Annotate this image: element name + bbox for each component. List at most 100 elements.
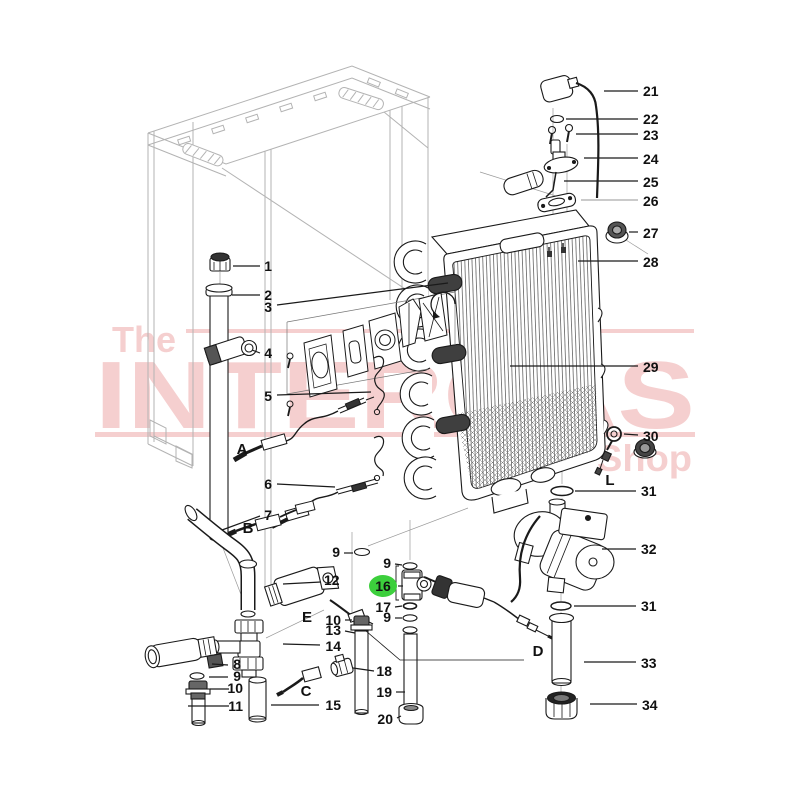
part-label-31: 31 — [641, 598, 657, 614]
part-label-9: 9 — [383, 609, 391, 625]
part-label-31: 31 — [641, 483, 657, 499]
part-label-22: 22 — [643, 111, 659, 127]
pump-and-lower-right — [510, 426, 657, 720]
part-label-10: 10 — [227, 680, 243, 696]
connector-c — [301, 666, 322, 683]
leader-line-9 — [394, 563, 403, 566]
part-label-25: 25 — [643, 174, 659, 190]
leader-line-3 — [276, 282, 449, 306]
o-ring-9 — [402, 562, 418, 570]
leader-line-17 — [394, 605, 403, 608]
burner-door-assembly — [286, 291, 456, 417]
heat-exchanger — [393, 209, 609, 514]
ignition-electrode-parts — [503, 75, 629, 244]
part-label-14: 14 — [325, 638, 341, 654]
part-label-4: 4 — [264, 345, 272, 361]
leader-line-12 — [282, 581, 322, 585]
part-label-6: 6 — [264, 476, 272, 492]
leader-line-13 — [344, 630, 356, 634]
cabinet-frame — [147, 65, 431, 588]
part-label-20: 20 — [377, 711, 393, 727]
part-label-28: 28 — [643, 254, 659, 270]
ref-letter-L: L — [605, 472, 614, 489]
valve-8 — [144, 636, 224, 669]
part-label-27: 27 — [643, 225, 659, 241]
part-label-24: 24 — [643, 151, 659, 167]
leader-line-8 — [211, 663, 229, 666]
leader-line-7 — [221, 515, 261, 531]
eyelet-30 — [606, 426, 622, 442]
leader-line-20 — [396, 715, 402, 719]
valve-12 — [263, 566, 340, 607]
part-label-29: 29 — [643, 359, 659, 375]
part-label-32: 32 — [641, 541, 657, 557]
left-pipe-parts — [144, 252, 374, 727]
part-label-16: 16 — [375, 578, 391, 594]
gasket-26 — [537, 192, 577, 213]
nut-20 — [398, 702, 424, 725]
nut-34 — [545, 691, 578, 720]
leader-line-5 — [276, 391, 372, 396]
o-ring-31 — [550, 601, 572, 611]
part-label-18: 18 — [376, 663, 392, 679]
part-label-9: 9 — [233, 668, 241, 684]
o-ring-9 — [353, 547, 371, 557]
rotation-arrow — [430, 291, 456, 315]
callout-labels: 2122232425262728293031323133341234567912… — [188, 83, 659, 727]
pipe-2 — [209, 291, 229, 539]
part-label-2: 2 — [264, 287, 272, 303]
part-label-3: 3 — [264, 299, 272, 315]
part-label-30: 30 — [643, 428, 659, 444]
part-label-34: 34 — [642, 697, 658, 713]
ref-letter-E: E — [302, 609, 312, 626]
pipe-13 — [354, 630, 369, 714]
watermark-the: The — [112, 319, 176, 360]
clip-5 — [373, 355, 385, 411]
pipe-33 — [551, 616, 572, 684]
part-label-11: 11 — [228, 698, 243, 714]
pipe-11 — [191, 698, 206, 724]
electrode-plate-24 — [543, 156, 579, 174]
clamp-18 — [330, 653, 354, 677]
watermark-underline — [95, 432, 695, 437]
part-label-23: 23 — [643, 127, 659, 143]
ref-letter-D: D — [533, 643, 544, 660]
part-label-9: 9 — [383, 555, 391, 571]
nut-27 — [611, 225, 623, 235]
ref-letter-A: A — [237, 441, 248, 458]
part-label-5: 5 — [264, 388, 272, 404]
o-ring-22 — [549, 114, 565, 124]
part-label-26: 26 — [643, 193, 659, 209]
sleeve-25 — [503, 169, 544, 196]
ref-letter-C: C — [301, 683, 312, 700]
leader-line-18 — [352, 667, 375, 672]
screws-28 — [547, 247, 566, 257]
part-label-13: 13 — [325, 622, 341, 638]
pipe-15 — [248, 678, 267, 720]
part-label-33: 33 — [641, 655, 657, 671]
ignition-cable — [575, 81, 600, 199]
highlight-ellipse-16 — [369, 575, 397, 597]
part-label-19: 19 — [376, 684, 392, 700]
part-label-10: 10 — [325, 612, 341, 628]
o-ring-9 — [402, 614, 418, 622]
o-ring-9 — [189, 672, 205, 680]
sensor-d — [446, 582, 486, 608]
bracket-d — [365, 630, 524, 661]
part-label-8: 8 — [233, 656, 241, 672]
part-label-9: 9 — [332, 544, 340, 560]
tee-14 — [210, 619, 264, 678]
clip-6 — [373, 435, 385, 477]
ref-letter-B: B — [243, 520, 254, 537]
part-label-15: 15 — [325, 697, 341, 713]
part-label-1: 1 — [264, 258, 272, 274]
part-label-17: 17 — [375, 599, 391, 615]
o-ring-31 — [550, 485, 574, 497]
leader-line-30 — [623, 433, 639, 436]
part-label-7: 7 — [264, 507, 272, 523]
pump-junction-box — [558, 507, 608, 541]
part-label-12: 12 — [324, 572, 340, 588]
leader-line-14 — [282, 643, 321, 646]
